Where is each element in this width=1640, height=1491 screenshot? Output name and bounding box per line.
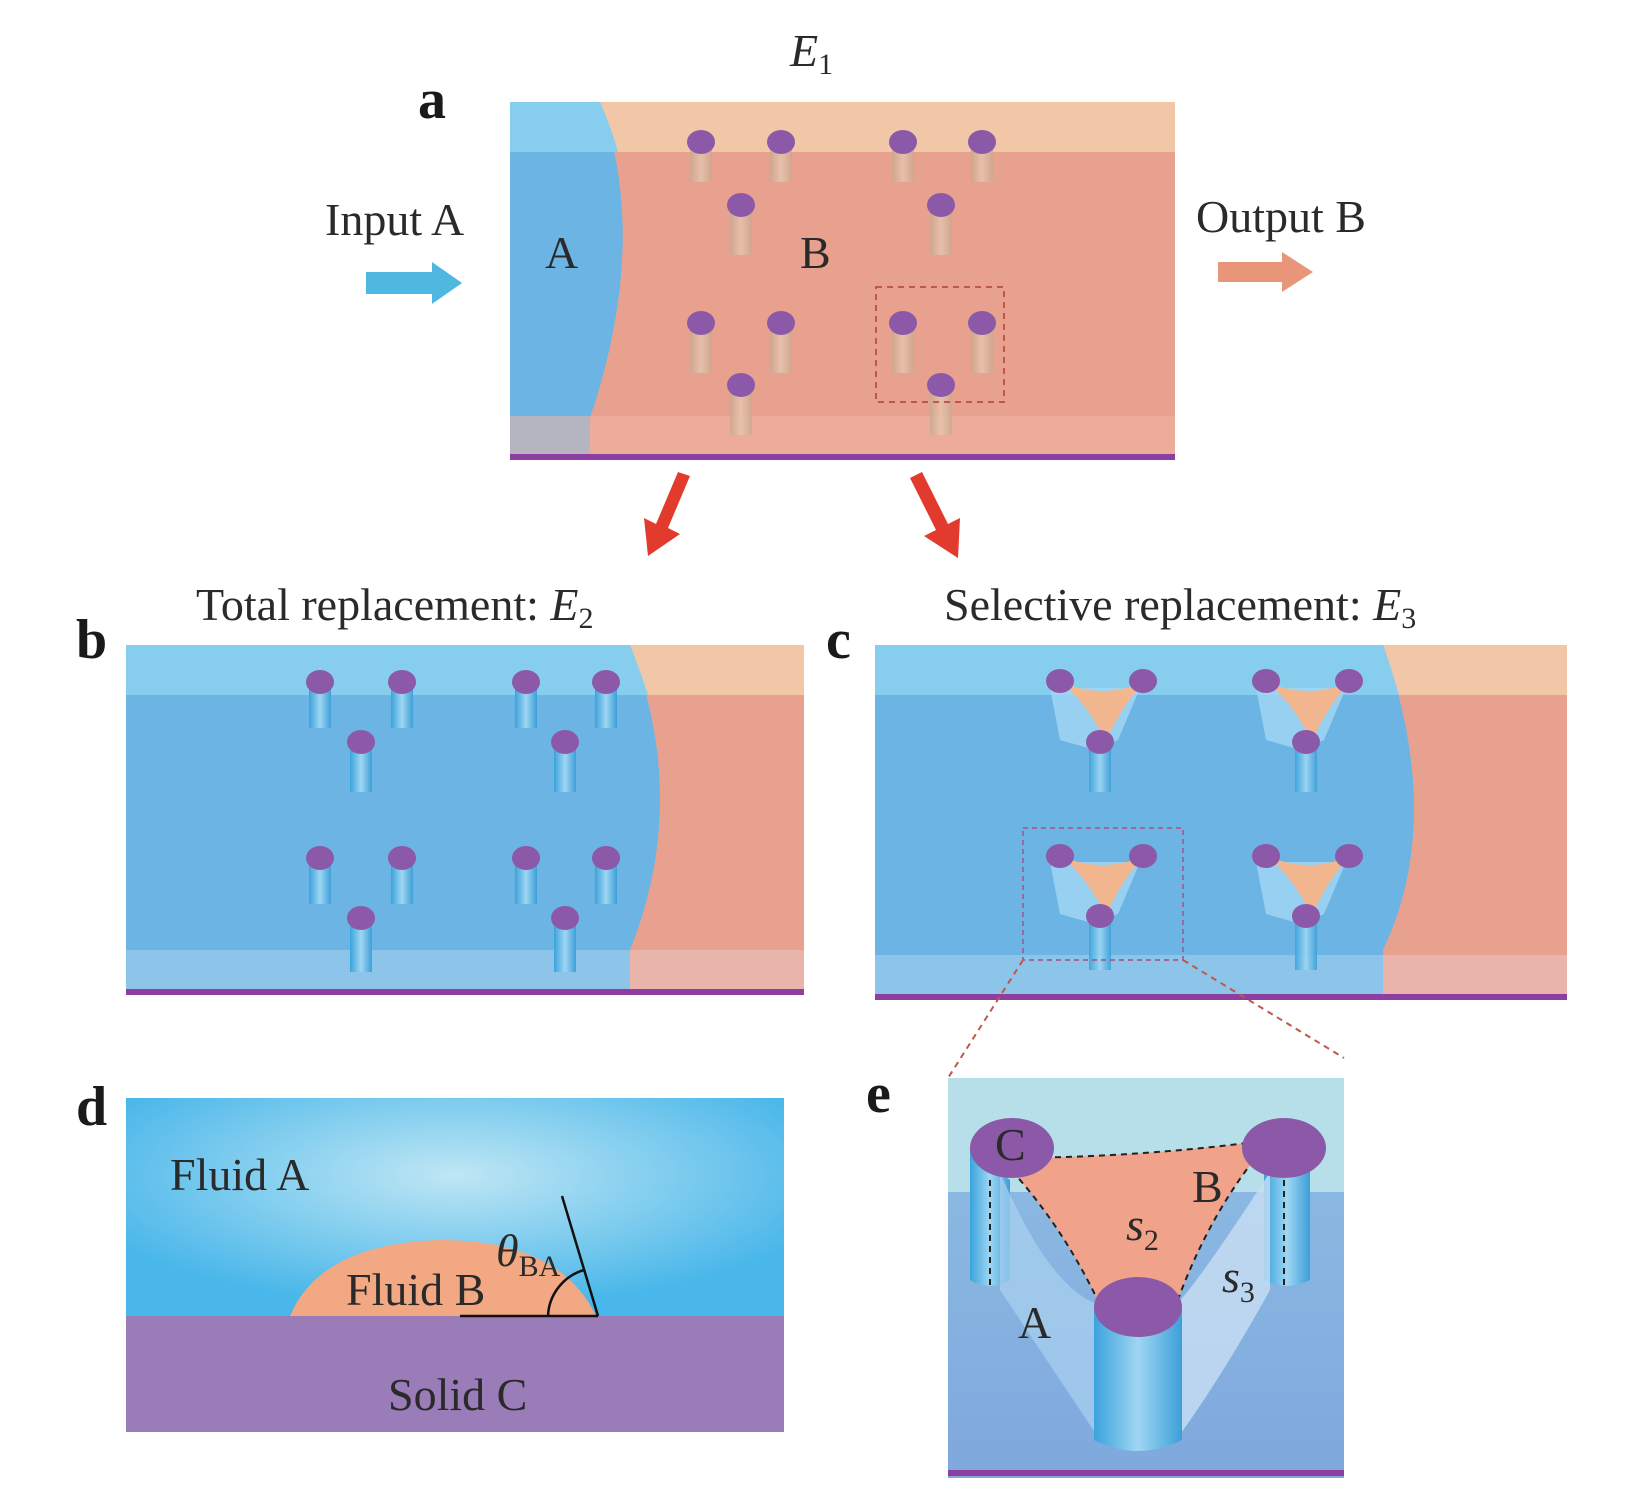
panel-c-title: Selective replacement: E3 xyxy=(944,579,1416,635)
cluster-2 xyxy=(1256,682,1350,750)
panel-c: c Selective replacement: E3 xyxy=(826,579,1567,1000)
zoom-line-right xyxy=(1182,959,1345,1059)
label-s3: s3 xyxy=(1222,1251,1255,1309)
panel-b-title: Total replacement: E2 xyxy=(196,579,594,635)
contact-angle-arc xyxy=(546,1268,585,1317)
pillar-array-c xyxy=(1089,742,1317,970)
panel-b-fluid-a xyxy=(126,645,660,995)
fluid-b-label: Fluid B xyxy=(346,1264,485,1315)
panel-b-substrate xyxy=(126,989,804,995)
label-fluid-a: A xyxy=(1018,1297,1051,1348)
panel-a: a E1 A B Input A xyxy=(325,25,1366,460)
channel-bottom-wall xyxy=(510,416,1175,456)
arrow-to-c-icon xyxy=(910,472,960,558)
label-fluid-b: B xyxy=(1192,1161,1223,1212)
label-s2: s2 xyxy=(1126,1199,1159,1257)
trapped-fluid-b xyxy=(1000,1140,1270,1305)
panel-e-substrate xyxy=(948,1470,1344,1476)
pillar-front-body xyxy=(1094,1305,1182,1451)
panel-b-letter: b xyxy=(76,609,107,671)
trapped-b-clusters xyxy=(1050,682,1350,924)
pillar-array-b xyxy=(309,682,617,972)
panel-b: b Total replacement: E2 xyxy=(76,579,804,995)
input-arrow-icon xyxy=(366,262,462,304)
panel-a-letter: a xyxy=(418,69,446,131)
pillar-tops-c xyxy=(1046,669,1363,928)
energy-e1-symbol: E1 xyxy=(789,25,833,81)
fluid-b-droplet xyxy=(290,1240,596,1316)
input-a-label: Input A xyxy=(325,194,464,245)
label-solid-c: C xyxy=(995,1119,1026,1170)
panel-d-letter: d xyxy=(76,1076,107,1138)
panel-e-letter: e xyxy=(866,1063,891,1125)
region-a-label: A xyxy=(545,227,578,278)
tangent-line xyxy=(560,1195,600,1317)
zoom-box-c xyxy=(1022,827,1184,961)
pillar-front-top xyxy=(1094,1277,1182,1337)
region-b-label: B xyxy=(800,227,831,278)
solid-c-label: Solid C xyxy=(388,1369,527,1420)
pillar-right-top xyxy=(1242,1118,1326,1178)
region-a-fluid xyxy=(510,102,623,460)
cluster-4 xyxy=(1256,856,1350,924)
arrow-to-b-icon xyxy=(644,472,690,556)
pillar-left-top xyxy=(970,1118,1054,1178)
panel-d: d Fluid A Fluid B Solid C θBA xyxy=(76,1076,784,1432)
pillar-right-body xyxy=(1264,1150,1310,1286)
output-arrow-icon xyxy=(1218,252,1313,292)
output-b-label: Output B xyxy=(1196,191,1366,242)
channel-top-wall xyxy=(510,102,1175,152)
channel-substrate xyxy=(510,454,1175,460)
panel-c-substrate xyxy=(875,994,1567,1000)
zoom-line-left xyxy=(947,959,1024,1079)
cluster-3 xyxy=(1050,856,1144,924)
contact-angle-label: θBA xyxy=(496,1225,561,1283)
meniscus-left xyxy=(1000,1172,1100,1440)
pillar-tops-a xyxy=(687,130,996,397)
meniscus-s3 xyxy=(1176,1172,1270,1440)
pillar-tops-b xyxy=(306,670,620,930)
region-b-fluid xyxy=(510,102,1175,460)
panel-c-letter: c xyxy=(826,609,851,671)
solid-c-region xyxy=(126,1316,784,1432)
cluster-1 xyxy=(1050,682,1144,750)
panel-e: e C B A s2 s3 xyxy=(866,1063,1344,1478)
fluid-a-label: Fluid A xyxy=(170,1149,309,1200)
